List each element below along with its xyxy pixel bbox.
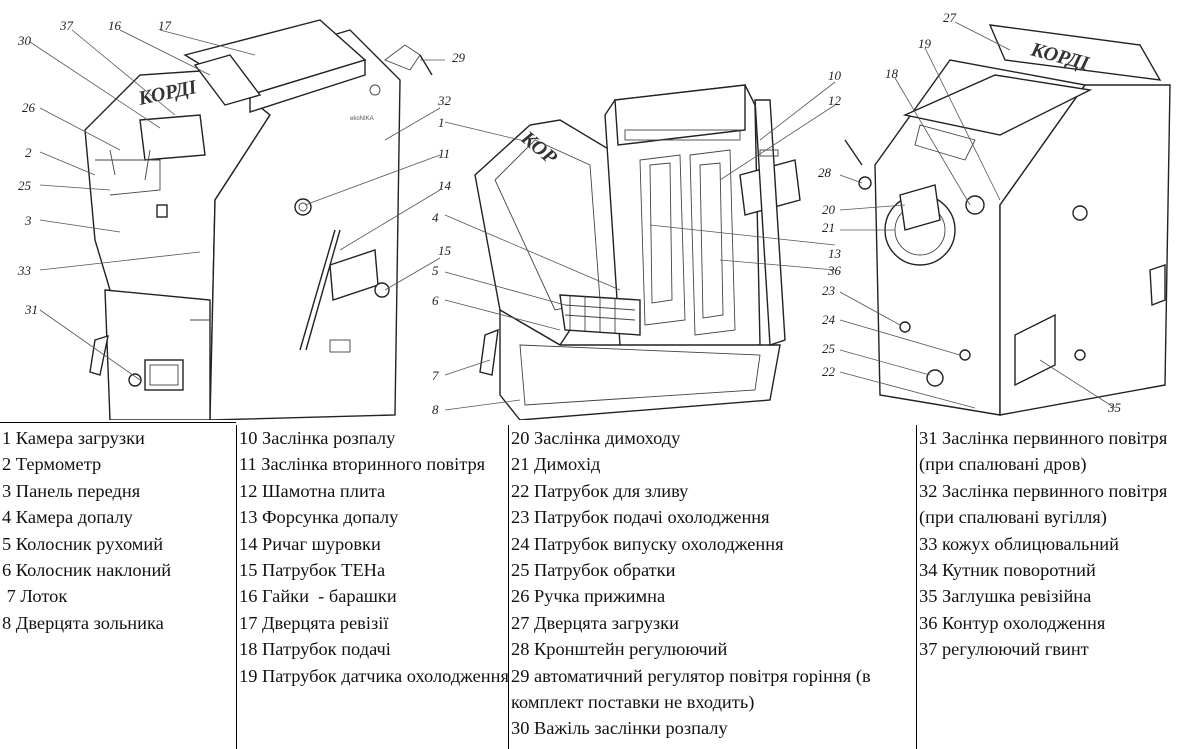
callout-25: 25 [822,341,836,356]
legend-item: 4 Камера допалу [2,507,133,528]
callout-13: 13 [828,246,842,261]
legend-item: 17 Дверцята ревізії [239,612,389,633]
callout-33: 32 [437,93,452,108]
callout-10: 10 [828,68,842,83]
callout-31: 30 [17,33,32,48]
callout-20: 20 [822,202,836,217]
callout-3: 3 [24,213,32,228]
legend-item: 18 Патрубок подачі [239,639,391,660]
callout-34: 33 [17,263,32,278]
legend-item: 13 Форсунка допалу [239,507,399,528]
legend-item: 20 Заслінка димоходу [511,428,681,448]
legend-top-rule [0,422,236,423]
legend-item: 8 Дверцята зольника [2,612,164,633]
svg-text:ekoNIKA: ekoNIKA [350,116,374,122]
callout-5: 5 [432,263,439,278]
callout-15: 15 [438,243,452,258]
legend-item: 7 Лоток [2,586,68,607]
callout-19: 19 [918,36,932,51]
callout-11: 11 [438,146,450,161]
legend-item: 24 Патрубок випуску охолодження [511,533,784,554]
callout-37: 37 [59,18,74,33]
boiler-drawing: КОРДІ ekoNIKA КОР [17,10,1171,420]
legend-item: 12 Шамотна плита [239,480,386,501]
legend-item: 5 Колосник рухомий [2,533,164,554]
boiler-front-view: КОРДІ ekoNIKA [84,19,433,420]
callout-23: 23 [822,283,836,298]
callout-17: 17 [158,18,172,33]
legend-item: 19 Патрубок датчика охолодження [239,665,509,686]
legend-item: 29 автоматичний регулятор повітря горінн… [511,665,876,713]
legend-column-4: 31 Заслінка первинного повітря (при спал… [916,425,1181,749]
legend-item: 35 Заглушка ревізійна [919,586,1092,607]
callout-6: 6 [432,293,439,308]
legend-item: 32 Заслінка первинного повітря (при спал… [919,480,1172,528]
legend-item: 21 Димохід [511,454,601,475]
callout-30: 29 [452,50,466,65]
callout-24: 24 [822,312,836,327]
legend-item: 25 Патрубок обратки [511,560,676,581]
legend-item: 27 Дверцята загрузки [511,612,679,633]
legend-item: 37 регулюючий гвинт [919,639,1089,660]
legend-item: 15 Патрубок ТЕНа [239,560,386,581]
legend-item: 33 кожух облицювальний [919,533,1119,554]
callout-numbers: 30 37 16 17 26 2 25 3 33 31 29 32 1 11 1… [17,10,1122,417]
legend-item: 14 Ричаг шуровки [239,533,381,554]
legend-item: 30 Важіль заслінки розпалу [511,718,728,739]
boiler-rear-view: КОРДІ [844,24,1171,416]
legend-item: 36 Контур охолодження [919,612,1106,633]
callout-18: 18 [885,66,899,81]
legend-item: 10 Заслінка розпалу [239,428,396,448]
legend-item: 28 Кронштейн регулюючий [511,639,728,660]
legend-item: 31 Заслінка первинного повітря (при спал… [919,428,1172,475]
callout-32: 31 [24,302,38,317]
callout-27: 26 [22,100,36,115]
callout-28: 27 [943,10,957,25]
parts-legend: 1 Камера загрузки 2 Термометр 3 Панель п… [0,425,1181,749]
callout-16: 16 [108,18,122,33]
legend-item: 34 Кутник поворотний [919,560,1096,581]
legend-item: 16 Гайки - барашки [239,586,397,607]
callout-8: 8 [432,402,439,417]
callout-2: 2 [25,145,32,160]
legend-column-2: 10 Заслінка розпалу 11 Заслінка вторинно… [236,425,509,749]
legend-item: 22 Патрубок для зливу [511,480,689,501]
callout-35: 35 [1107,400,1122,415]
callout-leader-lines [29,21,1116,411]
legend-item: 26 Ручка прижимна [511,586,666,607]
callout-26: 25 [18,178,32,193]
callout-29: 28 [818,165,832,180]
legend-item: 2 Термометр [2,454,102,475]
legend-item: 23 Патрубок подачі охолодження [511,507,770,528]
callout-7: 7 [432,368,439,383]
boiler-diagram: КОРДІ ekoNIKA КОР [17,10,1171,420]
callout-4: 4 [432,210,439,225]
legend-item: 11 Заслінка вторинного повітря [239,454,486,475]
callout-36: 36 [827,263,842,278]
legend-column-1: 1 Камера загрузки 2 Термометр 3 Панель п… [0,425,236,749]
callout-12: 12 [828,93,842,108]
legend-column-3: 20 Заслінка димоходу 21 Димохід 22 Патру… [508,425,917,749]
callout-1: 1 [438,115,445,130]
callout-22: 22 [822,364,836,379]
legend-item: 1 Камера загрузки [2,428,145,448]
boiler-cutaway-view: КОР [474,84,801,420]
legend-item: 6 Колосник наклоний [2,560,172,581]
legend-item: 3 Панель передня [2,480,141,501]
callout-14: 14 [438,178,452,193]
callout-21: 21 [822,220,835,235]
